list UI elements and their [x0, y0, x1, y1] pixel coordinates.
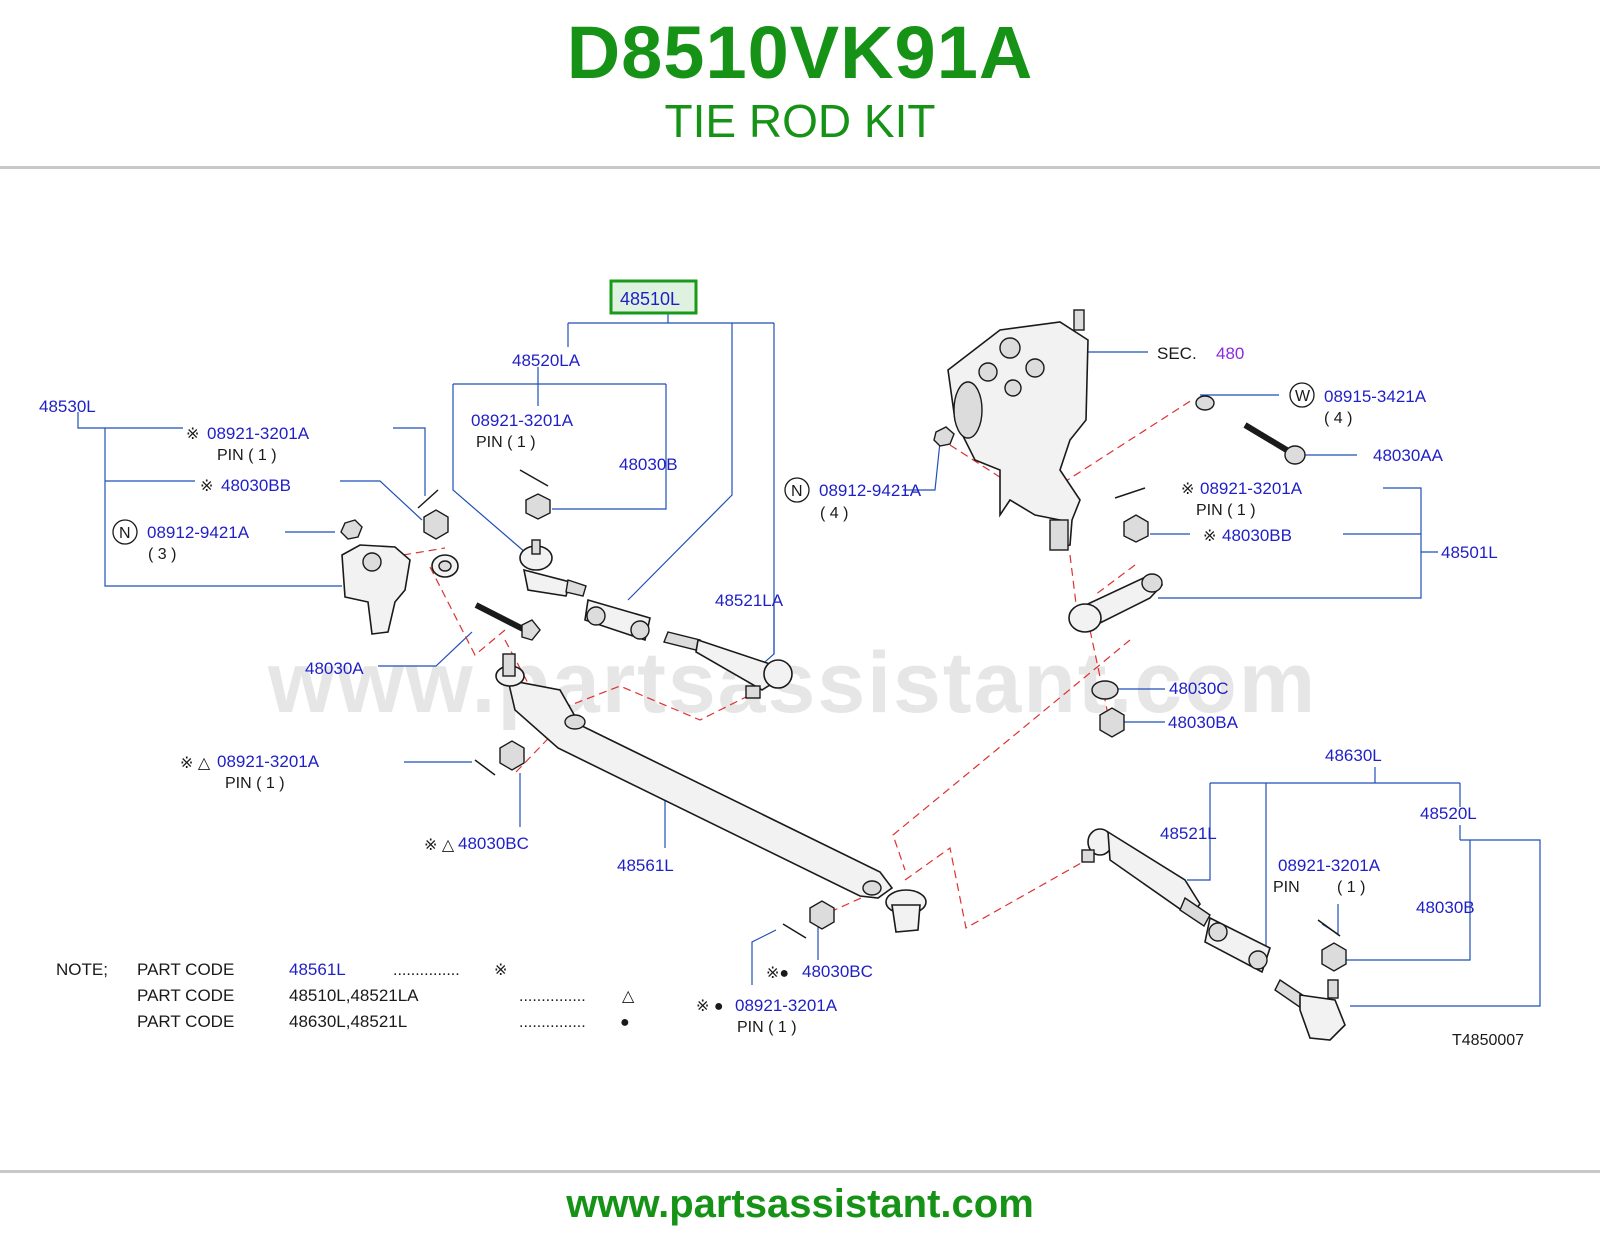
qty-label: ( 1 )	[1337, 879, 1365, 896]
pin-label: PIN	[1273, 879, 1300, 896]
callout-08921-3201A[interactable]: 08921-3201A	[217, 752, 320, 771]
note-row-prefix: PART CODE	[137, 960, 234, 979]
note-table: NOTE; PART CODE 48561L ............... ※…	[56, 960, 635, 1031]
circled-n-icon	[112, 519, 138, 545]
illustration-number: T4850007	[1452, 1032, 1524, 1049]
note-row-prefix: PART CODE	[137, 1012, 234, 1031]
pin-qty-label: PIN ( 1 )	[737, 1019, 797, 1036]
circled-w-icon	[1289, 382, 1315, 408]
callout-08921-3201A[interactable]: 08921-3201A	[735, 996, 838, 1015]
callout-08912-9421A[interactable]: 08912-9421A	[819, 481, 922, 500]
callout-48030BA[interactable]: 48030BA	[1168, 713, 1239, 732]
note-row-codes: 48630L,48521L	[289, 1012, 407, 1031]
callout-48030AA[interactable]: 48030AA	[1373, 446, 1444, 465]
note-row-mark: ※	[494, 962, 507, 979]
footer-divider	[0, 1170, 1600, 1173]
left-tie-rod-ends	[519, 539, 793, 699]
qty-label: ( 3 )	[148, 546, 176, 563]
callout-08921-3201A[interactable]: 08921-3201A	[1200, 479, 1303, 498]
footer-url-link[interactable]: www.partsassistant.com	[566, 1182, 1034, 1226]
pin-qty-label: PIN ( 1 )	[217, 447, 277, 464]
callout-48030B[interactable]: 48030B	[619, 455, 678, 474]
callout-48501L[interactable]: 48501L	[1441, 543, 1498, 562]
watermark-text: www.partsassistant.com	[267, 635, 1317, 731]
right-tie-rod-ends	[1081, 828, 1346, 1041]
callout-08921-3201A[interactable]: 08921-3201A	[207, 424, 310, 443]
kome-dot-marker: ※●	[766, 965, 789, 982]
note-row-mark: ●	[620, 1014, 630, 1031]
note-row-mark: △	[622, 988, 635, 1005]
qty-label: ( 4 )	[1324, 410, 1352, 427]
exploded-parts-diagram: www.partsassistant.com	[39, 279, 1541, 1049]
note-row-dots: ...............	[393, 962, 460, 979]
callout-48520LA[interactable]: 48520LA	[512, 351, 581, 370]
note-title: NOTE;	[56, 960, 108, 979]
pin-qty-label: PIN ( 1 )	[225, 775, 285, 792]
callout-48030BC[interactable]: 48030BC	[802, 962, 873, 981]
callout-08915-3421A[interactable]: 08915-3421A	[1324, 387, 1427, 406]
part-number-title: D8510VK91A	[566, 11, 1034, 94]
callout-48030C[interactable]: 48030C	[1169, 679, 1229, 698]
callout-08912-9421A[interactable]: 08912-9421A	[147, 523, 250, 542]
circled-letter: W	[1295, 388, 1311, 405]
callout-48530L[interactable]: 48530L	[39, 397, 96, 416]
callout-48030B[interactable]: 48030B	[1416, 898, 1475, 917]
center-link-48561L	[495, 653, 927, 933]
nuts-and-pins	[417, 395, 1347, 972]
callout-48510L[interactable]: 48510L	[620, 289, 680, 309]
callout-48030BB[interactable]: 48030BB	[1222, 526, 1292, 545]
circled-letter: N	[119, 525, 131, 542]
kome-marker: ※	[1181, 481, 1194, 498]
circled-n-icon	[784, 477, 810, 503]
pitman-arm	[1068, 573, 1164, 633]
circled-letter: N	[791, 483, 803, 500]
callout-48030BB[interactable]: 48030BB	[221, 476, 291, 495]
kome-marker: ※	[200, 478, 213, 495]
highlight-box-48510L	[609, 279, 698, 315]
callout-48521LA[interactable]: 48521LA	[715, 591, 784, 610]
part-name-subtitle: TIE ROD KIT	[664, 95, 936, 147]
callout-48030BC[interactable]: 48030BC	[458, 834, 529, 853]
callout-48561L[interactable]: 48561L	[617, 856, 674, 875]
kome-marker: ※	[186, 426, 199, 443]
kome-marker: ※	[1203, 528, 1216, 545]
sec-label: SEC.	[1157, 344, 1197, 363]
callout-08921-3201A[interactable]: 08921-3201A	[1278, 856, 1381, 875]
kome-triangle-marker: ※ △	[424, 837, 455, 854]
kome-triangle-marker: ※ △	[180, 755, 211, 772]
kome-dot-marker: ※ ●	[696, 998, 724, 1015]
note-row-prefix: PART CODE	[137, 986, 234, 1005]
callout-08921-3201A[interactable]: 08921-3201A	[471, 411, 574, 430]
callout-48521L[interactable]: 48521L	[1160, 824, 1217, 843]
note-row-codes[interactable]: 48561L	[289, 960, 346, 979]
callout-labels: 48520LA 48530L ※ 08921-3201A PIN ( 1 ) 0…	[39, 344, 1524, 1049]
header-divider	[0, 166, 1600, 169]
callout-sec-480[interactable]: 480	[1216, 344, 1244, 363]
note-row-dots: ...............	[519, 1014, 586, 1031]
note-row-dots: ...............	[519, 988, 586, 1005]
pin-qty-label: PIN ( 1 )	[476, 434, 536, 451]
pin-qty-label: PIN ( 1 )	[1196, 502, 1256, 519]
idler-arm-assembly	[340, 519, 459, 635]
callout-48630L[interactable]: 48630L	[1325, 746, 1382, 765]
leader-lines	[77, 307, 1541, 1007]
note-row-codes: 48510L,48521LA	[289, 986, 419, 1005]
steering-gearbox	[947, 309, 1089, 551]
callout-48520L[interactable]: 48520L	[1420, 804, 1477, 823]
callout-48030A[interactable]: 48030A	[305, 659, 364, 678]
qty-label: ( 4 )	[820, 505, 848, 522]
